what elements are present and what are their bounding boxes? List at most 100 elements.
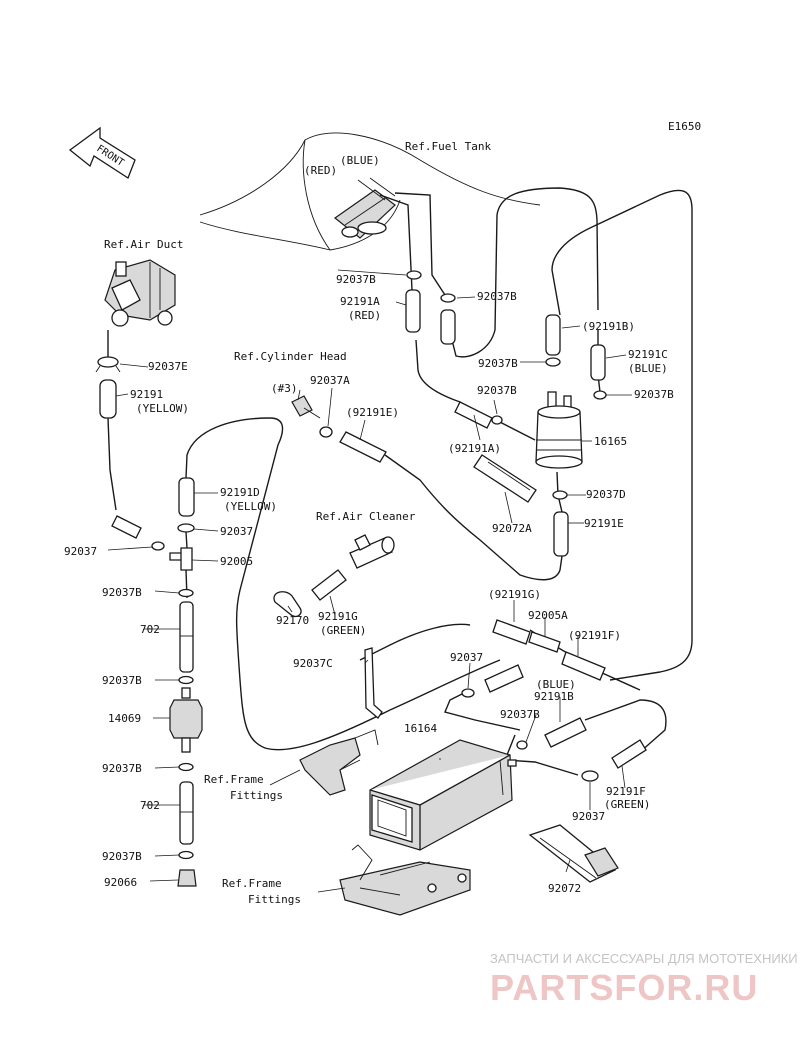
filter-14069: [169, 687, 203, 753]
label-red-tank: (RED): [304, 164, 337, 177]
label-92072A: 92072A: [492, 522, 532, 535]
clamp-92170: [273, 591, 302, 618]
hose-routing: [107, 187, 693, 776]
label-92037B-j: 92037B: [102, 850, 142, 863]
watermark-brand: PARTSFOR.RU: [490, 967, 758, 1008]
label-92170: 92170: [276, 614, 309, 627]
label-92191F-paren: (92191F): [568, 629, 621, 642]
label-92037B-f: 92037B: [102, 586, 142, 599]
hose-92191E-paren: [339, 431, 387, 463]
clamp-92037B-4: [178, 850, 194, 860]
ref-air-duct: Ref.Air Duct: [104, 238, 183, 251]
ref-frame-lower-2: Fittings: [248, 893, 301, 906]
ref-cylinder-head: Ref.Cylinder Head: [234, 350, 347, 363]
hose-702-lower: [179, 781, 194, 845]
frame-fittings-lower: [339, 844, 471, 916]
label-blue-tank: (BLUE): [340, 154, 380, 167]
label-92191A-paren: (92191A): [448, 442, 501, 455]
clamp-92037-left: [151, 541, 165, 551]
label-green-92191F: (GREEN): [604, 798, 650, 811]
hose-92191G-paren: [492, 619, 531, 645]
label-92037-mid: 92037: [220, 525, 253, 538]
clamp-92037B-center: [545, 357, 561, 367]
label-92191G: 92191G: [318, 610, 358, 623]
hose-92191A-lower: [454, 401, 493, 429]
label-92037B-d: 92037B: [477, 384, 517, 397]
label-92037E: 92037E: [148, 360, 188, 373]
label-red-92191A: (RED): [348, 309, 381, 322]
label-14069: 14069: [108, 712, 141, 725]
clamp-92037B-2: [178, 675, 194, 685]
label-92191: 92191: [130, 388, 163, 401]
label-92191E: 92191E: [584, 517, 624, 530]
label-16165: 16165: [594, 435, 627, 448]
label-yellow-92191D: (YELLOW): [224, 500, 277, 513]
label-92037B-b: 92037B: [477, 290, 517, 303]
label-92037B-g: 92037B: [102, 674, 142, 687]
hose-92191B-paren: [545, 314, 561, 356]
label-92191G-paren: (92191G): [488, 588, 541, 601]
label-92037B-c: 92037B: [478, 357, 518, 370]
label-92037A: 92037A: [310, 374, 350, 387]
clamp-92037-mid: [177, 523, 195, 533]
clamp-92037D: [552, 490, 568, 500]
clamp-92037-lowright: [581, 770, 599, 782]
hose-92191F: [611, 739, 647, 769]
ref-frame-lower-1: Ref.Frame: [222, 877, 282, 890]
diagram-code: E1650: [668, 120, 701, 133]
hose-92191A-top: [405, 289, 421, 333]
ref-frame-upper-2: Fittings: [230, 789, 283, 802]
clamp-92037B-3: [178, 762, 194, 772]
label-green-92191G: (GREEN): [320, 624, 366, 637]
clamp-92037-right: [461, 688, 475, 698]
label-92191E-paren: (92191E): [346, 406, 399, 419]
hose-92191F-paren: [561, 651, 606, 681]
fuel-tank-outline: [199, 132, 541, 251]
labels: E1650 Ref.Fuel Tank (BLUE) (RED) Ref.Air…: [64, 120, 701, 906]
hose-92191D: [178, 477, 195, 517]
clamp-92037B-right: [440, 293, 456, 303]
label-92191A: 92191A: [340, 295, 380, 308]
label-702-upper: 702: [140, 623, 160, 636]
label-blue-92191B: (BLUE): [536, 678, 576, 691]
watermark-caption: ЗАПЧАСТИ И АКСЕССУАРЫ ДЛЯ МОТОТЕХНИКИ: [490, 951, 798, 966]
hose-92191G: [311, 569, 347, 601]
joint-92005: [169, 547, 193, 571]
ref-frame-upper-1: Ref.Frame: [204, 773, 264, 786]
leader-lines: [107, 269, 632, 893]
clamp-92037B-low: [516, 740, 528, 750]
band-92072A: [473, 454, 537, 503]
label-92037C: 92037C: [293, 657, 333, 670]
watermark: ЗАПЧАСТИ И АКСЕССУАРЫ ДЛЯ МОТОТЕХНИКИ PA…: [490, 951, 798, 1008]
hose-92037B-right: [440, 309, 456, 345]
label-92191C: 92191C: [628, 348, 668, 361]
label-92191B-paren: (92191B): [582, 320, 635, 333]
label-blue-92191C: (BLUE): [628, 362, 668, 375]
label-16164: 16164: [404, 722, 437, 735]
label-92191F: 92191F: [606, 785, 646, 798]
label-92037-lowright: 92037: [572, 810, 605, 823]
label-hash3: (#3): [271, 382, 298, 395]
label-92037-right: 92037: [450, 651, 483, 664]
ref-air-cleaner: Ref.Air Cleaner: [316, 510, 416, 523]
label-92066: 92066: [104, 876, 137, 889]
front-arrow: FRONT: [68, 126, 136, 179]
clamp-92037E: [97, 356, 119, 368]
clamp-92037A: [319, 426, 333, 438]
hose-92191C: [590, 344, 606, 381]
frame-fittings-upper: [299, 729, 379, 796]
clamp-92037B-tank: [406, 270, 422, 280]
cap-92066: [177, 869, 197, 887]
label-92005: 92005: [220, 555, 253, 568]
label-92037-left: 92037: [64, 545, 97, 558]
hose-92191: [99, 379, 117, 419]
label-92037B-i: 92037B: [102, 762, 142, 775]
label-92037B-e: 92037B: [634, 388, 674, 401]
clamp-92037B-canister: [491, 415, 503, 425]
hose-92191E: [553, 511, 569, 557]
air-cleaner-joint: [349, 534, 395, 569]
ref-fuel-tank: Ref.Fuel Tank: [405, 140, 491, 153]
clamp-92037B-1: [178, 588, 194, 598]
